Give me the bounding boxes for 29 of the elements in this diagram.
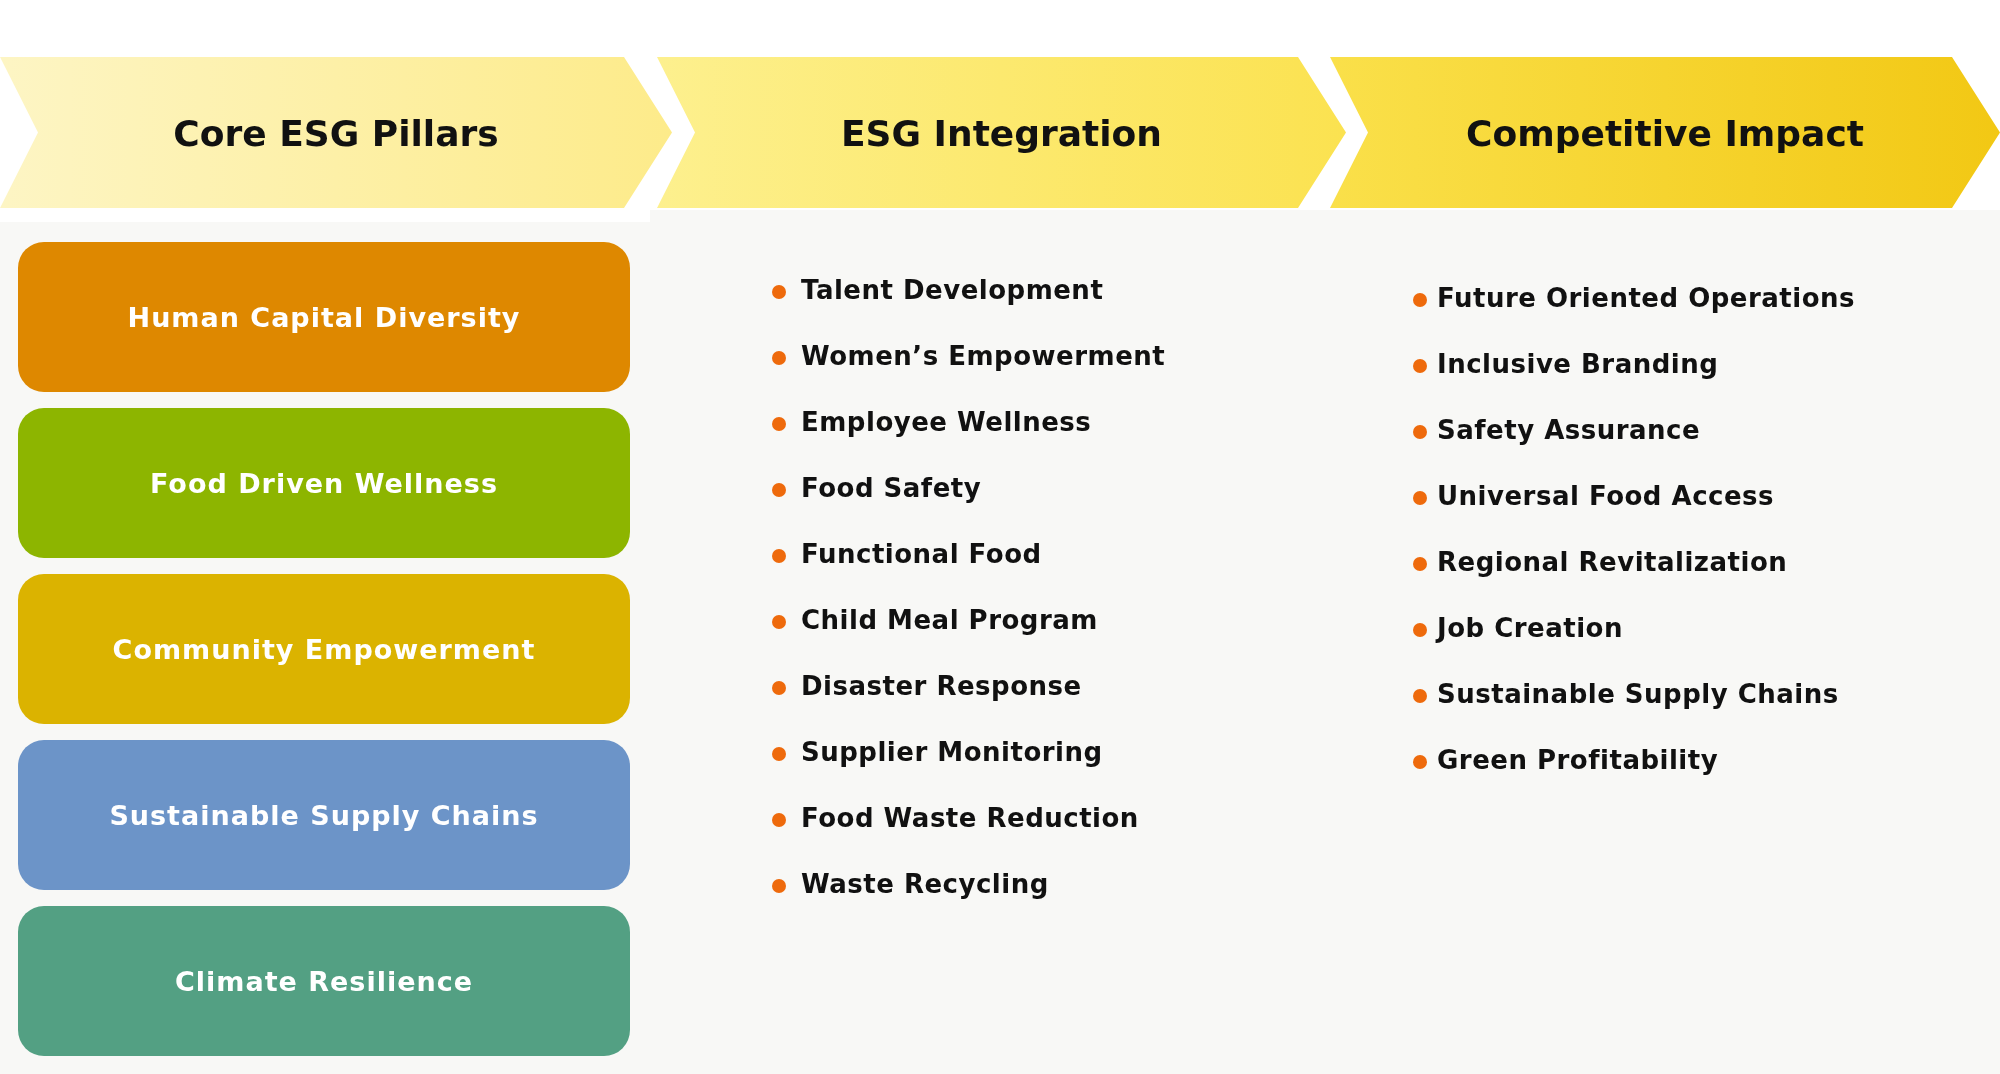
banner-title: ESG Integration	[841, 112, 1162, 153]
list-item-text: Supplier Monitoring	[801, 737, 1103, 767]
list-item-text: Safety Assurance	[1437, 415, 1701, 445]
chevron-banner	[1330, 57, 2000, 208]
list-item-text: Future Oriented Operations	[1437, 283, 1856, 313]
pillar-card: Climate Resilience	[18, 906, 630, 1056]
list-item-text: Green Profitability	[1437, 745, 1719, 775]
list-item-text: Disaster Response	[801, 671, 1082, 701]
pillar-card: Sustainable Supply Chains	[18, 740, 630, 890]
list-item-text: Sustainable Supply Chains	[1437, 679, 1839, 709]
list-item-text: Functional Food	[801, 539, 1042, 569]
pillar-card: Food Driven Wellness	[18, 408, 630, 558]
list-item-text: Child Meal Program	[801, 605, 1098, 635]
list-item-text: Universal Food Access	[1437, 481, 1775, 511]
pillar-card: Community Empowerment	[18, 574, 630, 724]
list-item-text: Food Safety	[801, 473, 982, 503]
list-item-text: Women’s Empowerment	[801, 341, 1166, 371]
list-item-text: Employee Wellness	[801, 407, 1092, 437]
list-item-text: Waste Recycling	[801, 869, 1049, 899]
chevron-banner	[0, 57, 672, 208]
chevron-banner	[657, 57, 1346, 208]
list-item-text: Food Waste Reduction	[801, 803, 1139, 833]
pillar-card: Human Capital Diversity	[18, 242, 630, 392]
list-item-text: Inclusive Branding	[1437, 349, 1719, 379]
list-item-text: Job Creation	[1437, 613, 1623, 643]
banner-title: Core ESG Pillars	[173, 112, 499, 153]
list-item-text: Talent Development	[801, 275, 1104, 305]
list-item-text: Regional Revitalization	[1437, 547, 1788, 577]
banner-title: Competitive Impact	[1466, 112, 1864, 153]
